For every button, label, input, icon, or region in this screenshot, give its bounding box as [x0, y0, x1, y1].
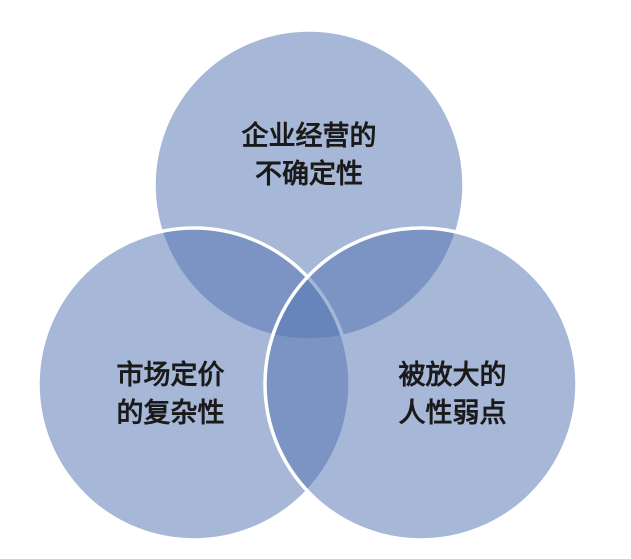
label-left-line-2: 的复杂性 [116, 398, 225, 429]
label-top: 企业经营的 不确定性 [234, 118, 384, 194]
label-top-line-1: 企业经营的 [241, 121, 377, 152]
label-top-line-2: 不确定性 [255, 159, 363, 190]
label-left: 市场定价 的复杂性 [103, 357, 238, 433]
label-right: 被放大的 人性弱点 [385, 357, 520, 433]
label-right-line-2: 人性弱点 [398, 398, 507, 429]
label-right-line-1: 被放大的 [398, 360, 507, 391]
label-left-line-1: 市场定价 [116, 360, 225, 391]
circle-right [263, 226, 579, 542]
